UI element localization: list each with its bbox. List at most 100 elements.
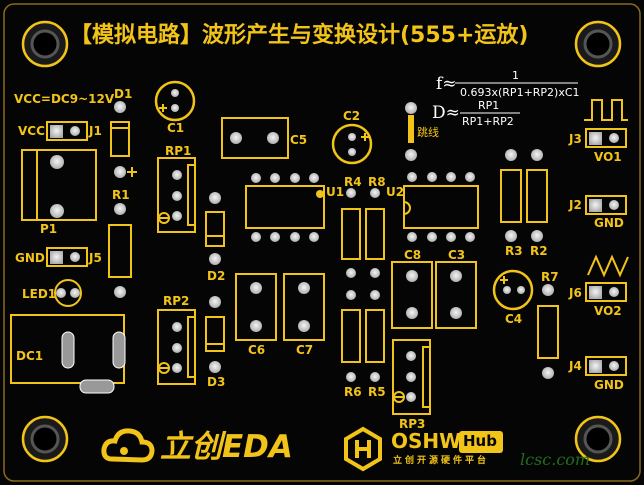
board-outline bbox=[3, 3, 641, 482]
label-j5: J5 bbox=[89, 251, 102, 265]
hub-badge bbox=[459, 431, 503, 453]
potentiometer-rp2 bbox=[157, 309, 196, 385]
label-gnd-j2: GND bbox=[594, 216, 624, 230]
label-j4: J4 bbox=[569, 359, 582, 373]
label-c6: C6 bbox=[248, 343, 266, 357]
label-r7: R7 bbox=[541, 270, 559, 284]
label-gnd-j4: GND bbox=[594, 378, 624, 392]
formula-f-label: f≈ bbox=[436, 74, 457, 94]
header-j5 bbox=[46, 247, 88, 267]
mounting-hole-tl bbox=[21, 20, 69, 68]
label-j3: J3 bbox=[569, 132, 582, 146]
label-vo2: VO2 bbox=[594, 304, 622, 318]
resistor-r8 bbox=[365, 188, 385, 278]
pot-marker-rp1 bbox=[158, 212, 170, 224]
diode-d1 bbox=[110, 101, 130, 178]
led-led1 bbox=[54, 279, 82, 307]
label-gnd-j5: GND bbox=[15, 251, 45, 265]
capacitor-c5 bbox=[221, 117, 289, 159]
board-title: 【模拟电路】波形产生与变换设计(555+运放) bbox=[70, 23, 529, 48]
square-wave-icon bbox=[584, 99, 628, 121]
label-c8: C8 bbox=[404, 248, 422, 262]
label-r2: R2 bbox=[530, 244, 548, 258]
label-r4: R4 bbox=[344, 175, 362, 189]
lceda-cloud-icon bbox=[101, 428, 155, 463]
label-r8: R8 bbox=[368, 175, 386, 189]
label-vcc: VCC bbox=[18, 124, 45, 138]
oshw-logo-text: OSHW bbox=[391, 429, 462, 453]
lceda-logo-text: 立创EDA bbox=[160, 429, 293, 465]
label-p1: P1 bbox=[40, 222, 58, 236]
label-rp2: RP2 bbox=[163, 294, 190, 308]
resistor-r2 bbox=[526, 149, 548, 242]
header-j1 bbox=[46, 121, 88, 141]
header-j6 bbox=[585, 282, 627, 302]
header-j4 bbox=[585, 356, 627, 376]
oshw-subtitle: 立创开源硬件平台 bbox=[393, 456, 490, 466]
mounting-hole-br bbox=[574, 415, 622, 463]
diode-d2 bbox=[205, 192, 225, 265]
oshw-hex-icon bbox=[344, 426, 382, 472]
label-u2: U2 bbox=[386, 185, 405, 199]
label-r1: R1 bbox=[112, 188, 130, 202]
label-j1: J1 bbox=[89, 124, 102, 138]
resistor-r1 bbox=[108, 203, 132, 298]
hub-logo-text: Hub bbox=[463, 432, 497, 450]
ic-u1 bbox=[245, 173, 325, 242]
capacitor-c1 bbox=[154, 80, 196, 122]
formula-f-denominator: 0.693x(RP1+RP2)xC1 bbox=[460, 86, 580, 99]
formula-d-denominator: RP1+RP2 bbox=[462, 115, 514, 128]
pot-marker-rp3 bbox=[393, 391, 405, 403]
capacitor-c2 bbox=[331, 123, 373, 165]
label-d3: D3 bbox=[207, 375, 226, 389]
mounting-hole-tr bbox=[574, 20, 622, 68]
label-c7: C7 bbox=[296, 343, 314, 357]
formula-f-numerator: 1 bbox=[512, 69, 519, 82]
potentiometer-rp1 bbox=[157, 157, 196, 233]
label-d1: D1 bbox=[114, 87, 133, 101]
dc-jack-dc1 bbox=[10, 314, 126, 394]
label-j2: J2 bbox=[569, 198, 582, 212]
jumper bbox=[405, 102, 417, 161]
label-j6: J6 bbox=[569, 286, 582, 300]
capacitor-c8 bbox=[391, 261, 433, 329]
label-rp3: RP3 bbox=[399, 417, 426, 431]
label-c2: C2 bbox=[343, 109, 361, 123]
label-c1: C1 bbox=[167, 121, 185, 135]
label-r6: R6 bbox=[344, 385, 362, 399]
label-d2: D2 bbox=[207, 269, 226, 283]
label-rp1: RP1 bbox=[165, 144, 192, 158]
resistor-r6 bbox=[341, 290, 361, 382]
label-r3: R3 bbox=[505, 244, 523, 258]
resistor-r3 bbox=[500, 149, 522, 242]
label-c3: C3 bbox=[448, 248, 466, 262]
resistor-r5 bbox=[365, 290, 385, 382]
mounting-hole-bl bbox=[21, 415, 69, 463]
label-c5: C5 bbox=[290, 133, 308, 147]
label-u1: U1 bbox=[326, 185, 345, 199]
label-vo1: VO1 bbox=[594, 150, 622, 164]
capacitor-c6 bbox=[235, 273, 277, 341]
vcc-note: VCC=DC9~12V bbox=[14, 92, 115, 106]
resistor-r7 bbox=[537, 284, 559, 379]
connector-p1 bbox=[21, 149, 97, 221]
diode-d3 bbox=[205, 296, 225, 373]
potentiometer-rp3 bbox=[392, 339, 431, 415]
formula-d-numerator: RP1 bbox=[478, 99, 500, 112]
capacitor-c4 bbox=[492, 269, 534, 311]
formula-d-label: D≈ bbox=[432, 103, 460, 123]
label-jumper: 跳线 bbox=[417, 126, 439, 139]
label-led1: LED1 bbox=[22, 287, 57, 301]
label-r5: R5 bbox=[368, 385, 386, 399]
label-c4: C4 bbox=[505, 312, 523, 326]
capacitor-c3 bbox=[435, 261, 477, 329]
capacitor-c7 bbox=[283, 273, 325, 341]
site-watermark: lcsc.com bbox=[520, 450, 591, 469]
header-j3 bbox=[585, 128, 627, 148]
triangle-wave-icon bbox=[587, 254, 629, 278]
resistor-r4 bbox=[341, 188, 361, 278]
label-dc1: DC1 bbox=[16, 349, 44, 363]
ic-u2 bbox=[403, 172, 479, 242]
